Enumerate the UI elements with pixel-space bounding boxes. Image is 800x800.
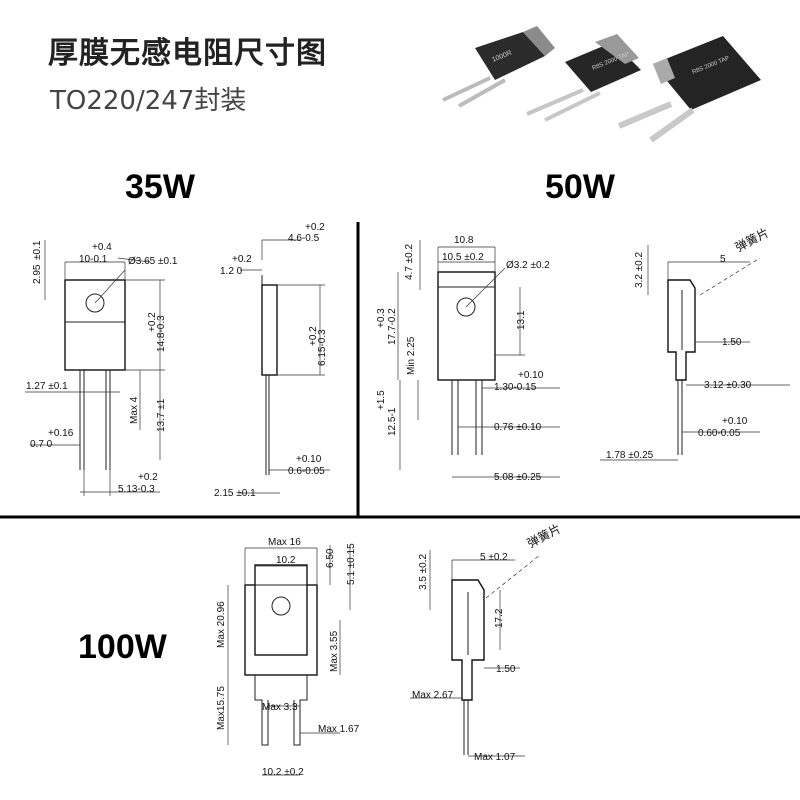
dim-35w-side-body: 6.15-0.3: [317, 329, 328, 366]
dim-100w-max167: Max 1.67: [318, 724, 360, 735]
dim-50w-side-lead-tol: +0.10: [722, 416, 748, 427]
dim-35w-width-tol: +0.4: [92, 242, 112, 253]
dim-35w-side-body-tol: +0.2: [308, 326, 319, 346]
dim-100w-pitch: 10.2 ±0.2: [262, 767, 304, 778]
page-subtitle: TO220/247封装: [50, 86, 247, 116]
dim-100w-max355: Max 3.55: [329, 630, 340, 672]
dim-50w-leadw-tol: +0.10: [518, 370, 544, 381]
dim-35w-leadt-tol: +0.16: [48, 428, 74, 439]
dim-50w-side-lead: 0.60-0.05: [698, 428, 741, 439]
dim-100w-tab: 5.1 ±0.15: [346, 543, 357, 585]
dim-35w-side-lead-tol: +0.10: [296, 454, 322, 465]
dim-100w-inner: 10.2: [276, 555, 296, 566]
dim-35w-pitch-tol: +0.2: [138, 472, 158, 483]
dim-35w-leadt: 0.7 0: [30, 439, 53, 450]
dim-50w-side-total: 5: [720, 254, 726, 265]
dim-100w-side-15: 1.50: [496, 664, 516, 675]
dim-50w-leadlen-tol: +1.5: [376, 390, 387, 410]
part-to220-medium: R8S 2000 TAP: [526, 34, 641, 122]
dim-100w-side-w: 5 ±0.2: [480, 552, 508, 563]
page-title: 厚膜无感电阻尺寸图: [48, 37, 327, 70]
dim-50w-height: 17.7-0.2: [387, 308, 398, 345]
dim-35w-pitch: 5.13-0.3: [118, 484, 155, 495]
dim-35w-leadlen: 13.7 ±1: [156, 398, 167, 432]
dim-50w-bodyh: 13.1: [516, 310, 527, 330]
dim-100w-side-h: 17.2: [494, 608, 505, 628]
dim-100w-max33: Max 3.3: [262, 702, 298, 713]
dim-100w-side-267: Max 2.67: [412, 690, 454, 701]
dim-50w-width: 10.8: [454, 235, 474, 246]
dim-50w-pitch: 5.08 ±0.25: [494, 472, 542, 483]
part-to220-small: 1000R: [442, 26, 555, 108]
dim-100w-leadlen: Max15.75: [216, 686, 227, 730]
drawing-50w-front: 10.8 10.5 ±0.2 4.7 ±0.2 Ø3.2 ±0.2 +0.3 1…: [376, 235, 560, 483]
dim-35w-height: 14.8-0.3: [156, 315, 167, 352]
dim-35w-side-t-tol: +0.2: [232, 254, 252, 265]
dim-35w-hole: Ø3.65 ±0.1: [128, 256, 178, 267]
dim-35w-side-total: 4.6-0.5: [288, 233, 320, 244]
dim-35w-side-bottom: 2.15 ±0.1: [214, 488, 256, 499]
spring-label-50w: 弹簧片: [732, 224, 771, 254]
dim-50w-tabh: 4.7 ±0.2: [404, 243, 415, 280]
dim-100w-max16: Max 16: [268, 537, 301, 548]
part-to247-large: R8S 2000 TAP: [617, 36, 761, 143]
drawing-35w-side: +0.2 4.6-0.5 +0.2 1.2 0 +0.2 6.15-0.3 +0…: [214, 222, 330, 499]
dim-50w-side-bottom: 1.78 ±0.25: [606, 450, 654, 461]
dim-35w-height-tol: +0.2: [147, 312, 158, 332]
dim-50w-inner: 10.5 ±0.2: [442, 252, 484, 263]
dim-100w-side-tab: 3.5 ±0.2: [418, 553, 429, 590]
dim-50w-side-15: 1.50: [722, 337, 742, 348]
dim-50w-min: Min 2.25: [406, 336, 417, 375]
dim-100w-h650: 6.50: [325, 548, 336, 568]
dim-50w-height-tol: +0.3: [376, 308, 387, 328]
dim-100w-height: Max 20.96: [216, 601, 227, 648]
dim-35w-width: 10-0.1: [79, 254, 108, 265]
drawing-35w-front: ±0.1 2.95 +0.4 10-0.1 Ø3.65 ±0.1 +0.2 14…: [25, 240, 178, 496]
dim-50w-leadt: 0.76 ±0.10: [494, 422, 542, 433]
dim-35w-tabh-tol: ±0.1: [32, 240, 43, 260]
spring-label-100w: 弹簧片: [524, 520, 563, 550]
product-photo: 1000R R8S 2000 TAP R8S 2000 TAP: [442, 26, 761, 143]
drawing-50w-side: 弹簧片 3.2 ±0.2 5 1.50 3.12 ±0.30 +0.10 0.6…: [600, 224, 790, 461]
section-label-35w: 35W: [125, 168, 195, 206]
drawing-100w-front: Max 16 10.2 6.50 5.1 ±0.15 Max 20.96 Max…: [216, 537, 360, 778]
dim-35w-side-t: 1.2 0: [220, 266, 243, 277]
drawing-100w-side: 弹簧片 5 ±0.2 3.5 ±0.2 17.2 1.50 Max 2.67 M…: [410, 520, 563, 763]
section-label-100w: 100W: [78, 628, 167, 666]
dim-50w-hole: Ø3.2 ±0.2: [506, 260, 550, 271]
section-label-50w: 50W: [545, 168, 615, 206]
dim-35w-tabh: 2.95: [32, 264, 43, 284]
dim-35w-side-total-tol: +0.2: [305, 222, 325, 233]
dim-50w-side-thk: 3.12 ±0.30: [704, 380, 752, 391]
dim-50w-side-tab: 3.2 ±0.2: [634, 251, 645, 288]
dim-35w-leadw: 1.27 ±0.1: [26, 381, 68, 392]
dim-50w-leadw: 1.30-0.15: [494, 382, 537, 393]
dim-100w-side-107: Max 1.07: [474, 752, 516, 763]
dim-50w-leadlen: 12.5-1: [387, 407, 398, 436]
dim-35w-side-lead: 0.6-0.05: [288, 466, 325, 477]
dim-35w-max4: Max 4: [129, 396, 140, 424]
